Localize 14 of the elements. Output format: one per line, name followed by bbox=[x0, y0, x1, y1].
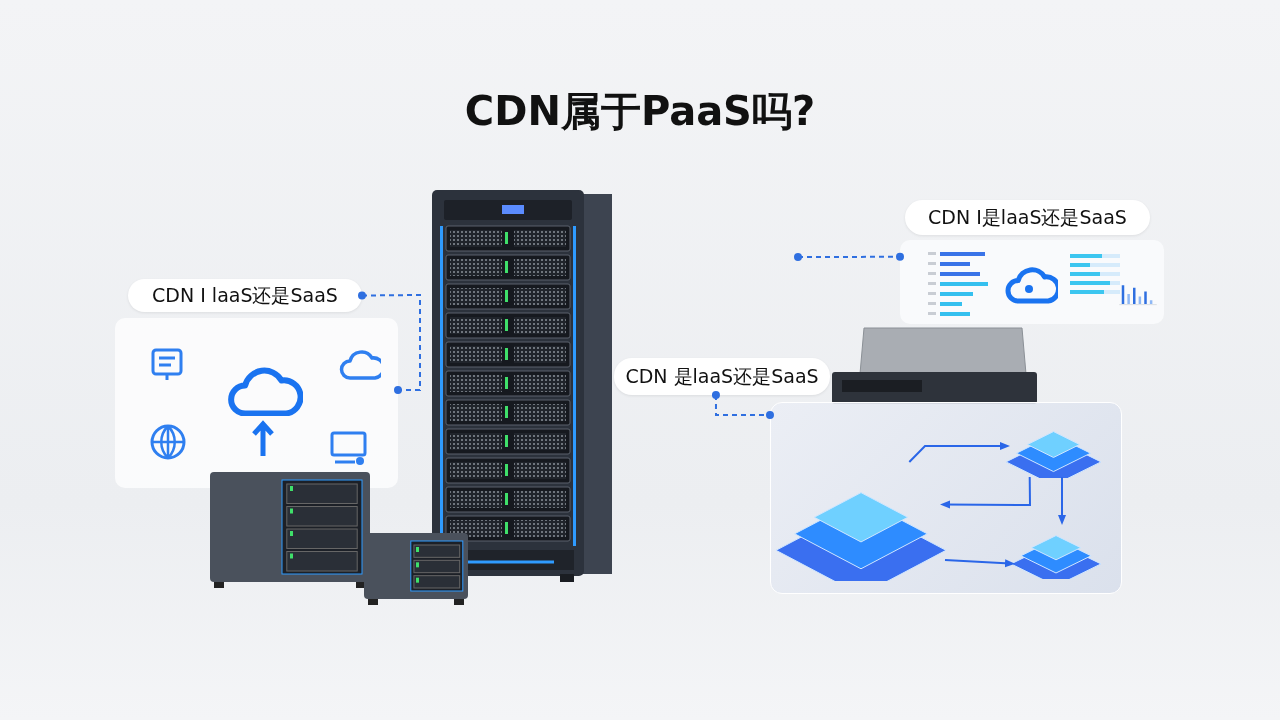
callout-label: CDN I laaS还是SaaS bbox=[128, 279, 362, 312]
app-panel bbox=[115, 318, 398, 488]
leader-line bbox=[358, 291, 421, 395]
arrow bbox=[940, 476, 1031, 509]
arrow bbox=[1058, 476, 1066, 525]
callout-label: CDN I是laaS还是SaaS bbox=[905, 200, 1150, 235]
arrow bbox=[908, 442, 1010, 463]
callout-label: CDN 是laaS还是SaaS bbox=[614, 358, 830, 395]
title: CDN属于PaaS吗? bbox=[464, 88, 816, 134]
dashboard-panel bbox=[900, 240, 1164, 324]
leader-line bbox=[711, 391, 774, 420]
glass-panel bbox=[770, 402, 1122, 594]
leader-line bbox=[794, 252, 904, 261]
arrow bbox=[944, 558, 1015, 568]
